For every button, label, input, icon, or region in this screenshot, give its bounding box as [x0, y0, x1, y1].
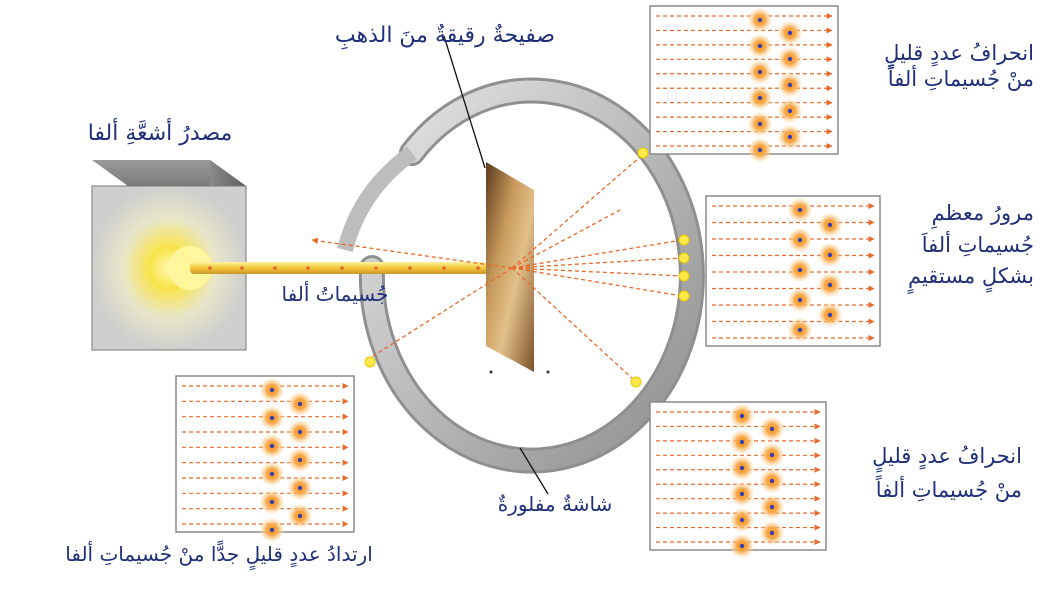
nucleus-core: [269, 499, 275, 505]
nucleus-core: [757, 147, 763, 153]
inset-middle-right: [705, 195, 881, 347]
inset-top-right: [649, 5, 839, 162]
nucleus-core: [797, 297, 803, 303]
nucleus-core: [297, 457, 303, 463]
nucleus-core: [769, 530, 775, 536]
nucleus-core: [297, 513, 303, 519]
nucleus-core: [757, 121, 763, 127]
nucleus-core: [269, 471, 275, 477]
middle-right-caption-line1: مرورُ معظمِ: [931, 201, 1034, 225]
nucleus-core: [269, 527, 275, 533]
nucleus-core: [827, 222, 833, 228]
nucleus-core: [787, 56, 793, 62]
alpha-source-label: مصدرُ أشعَّةِ ألفا: [87, 121, 233, 146]
nucleus-core: [797, 327, 803, 333]
nucleus-core: [787, 30, 793, 36]
nucleus-core: [797, 267, 803, 273]
middle-right-caption-line3: بشكلٍ مستقيمٍ: [907, 264, 1034, 288]
nucleus-core: [797, 237, 803, 243]
inset-bottom-left: [175, 375, 355, 542]
nucleus-core: [827, 282, 833, 288]
nucleus-core: [769, 504, 775, 510]
nucleus-core: [757, 17, 763, 23]
top-right-caption-line1: انحرافُ عددٍ قليلٍ: [884, 41, 1034, 65]
nucleus-core: [739, 517, 745, 523]
nucleus-core: [739, 439, 745, 445]
nucleus-core: [787, 134, 793, 140]
nucleus-core: [757, 69, 763, 75]
nucleus-core: [297, 401, 303, 407]
nucleus-core: [269, 415, 275, 421]
nucleus-core: [739, 543, 745, 549]
nucleus-core: [757, 43, 763, 49]
alpha-particles-label: جُسيماتُ ألفا: [281, 282, 389, 306]
gold-foil-label: صفيحةٌ رقيقةٌ منَ الذهبِ: [334, 23, 556, 48]
bottom-right-caption-line2: منْ جُسيماتِ ألفاً: [875, 477, 1022, 502]
nucleus-core: [757, 95, 763, 101]
nucleus-core: [739, 465, 745, 471]
nucleus-core: [269, 443, 275, 449]
nucleus-core: [297, 485, 303, 491]
top-right-caption-line2: منْ جُسيماتِ ألفاً: [887, 67, 1034, 92]
fluorescent-screen-label: شاشةٌ مفلورةٌ: [497, 492, 613, 516]
nucleus-core: [787, 108, 793, 114]
middle-right-caption-line2: جُسيماتِ ألفاَ: [921, 232, 1034, 257]
scatter-paths: [311, 156, 683, 381]
hit-spots: [364, 147, 690, 388]
nucleus-core: [739, 491, 745, 497]
nucleus-core: [797, 207, 803, 213]
nucleus-core: [769, 452, 775, 458]
nucleus-core: [297, 429, 303, 435]
nucleus-core: [269, 387, 275, 393]
gold-foil-icon: [486, 162, 534, 372]
nucleus-core: [739, 413, 745, 419]
inset-bottom-right: [649, 401, 827, 558]
nucleus-core: [769, 478, 775, 484]
alpha-source-box-icon: [91, 160, 247, 351]
nucleus-core: [787, 82, 793, 88]
bottom-right-caption-line1: انحرافُ عددٍ قليلٍ: [872, 444, 1022, 468]
screen-pointer-line: [519, 447, 549, 495]
foil-pointer-line: [443, 35, 486, 169]
nucleus-core: [769, 426, 775, 432]
alpha-beam: [190, 262, 512, 274]
middle-right-caption: مرورُ معظمِ جُسيماتِ ألفاَ بشكلٍ مستقيمٍ: [880, 198, 1034, 293]
bottom-right-caption: انحرافُ عددٍ قليلٍ منْ جُسيماتِ ألفاً: [828, 440, 1022, 507]
fluorescent-screen: [337, 77, 705, 474]
rebound-caption: ارتدادُ عددٍ قليلٍ جدًّا منْ جُسيماتِ أل…: [65, 542, 373, 566]
top-right-caption: انحرافُ عددٍ قليلٍ منْ جُسيماتِ ألفاً: [840, 40, 1034, 93]
nucleus-core: [827, 312, 833, 318]
nucleus-core: [827, 252, 833, 258]
